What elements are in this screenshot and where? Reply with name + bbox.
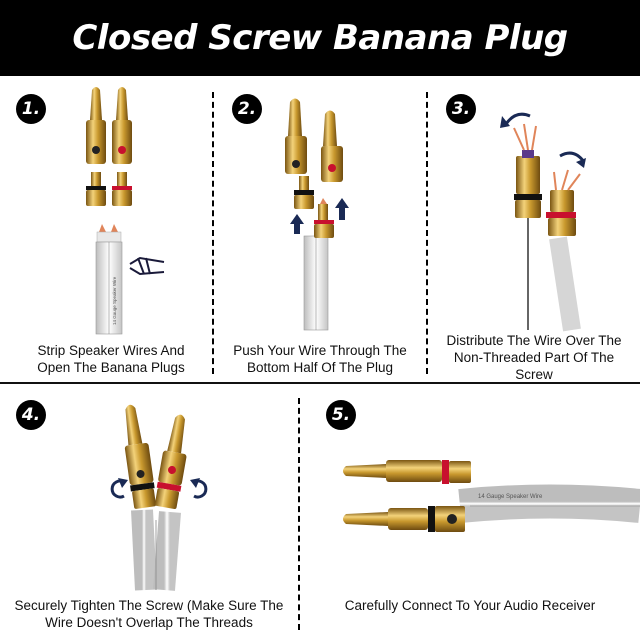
- plug-assembled-black-4: [124, 404, 156, 509]
- step-3-badge: 3.: [446, 94, 476, 124]
- divider-1-2: [212, 92, 214, 374]
- plug-assembled-black-5: [343, 506, 465, 532]
- step-3-illustration: [500, 112, 586, 332]
- title-banner: Closed Screw Banana Plug Installation: [0, 0, 640, 134]
- step-4-badge: 4.: [16, 400, 46, 430]
- plug-assembled-red-4: [154, 414, 187, 510]
- plug-top-black: [86, 87, 106, 164]
- plug-bottom-black-2: [294, 176, 314, 209]
- plug-bottom-black-3: [513, 123, 542, 218]
- divider-4-5: [298, 398, 300, 630]
- step-1-caption: Strip Speaker Wires And Open The Banana …: [37, 343, 185, 375]
- wire-print: 14 Gauge Speaker Wire: [112, 276, 117, 325]
- push-up-arrow-left-icon: [290, 214, 304, 234]
- step-5-caption: Carefully Connect To Your Audio Receiver: [344, 598, 596, 613]
- push-up-arrow-right-icon: [335, 198, 349, 220]
- step-3-caption: Distribute The Wire Over The Non-Threade…: [446, 333, 622, 382]
- plug-top-red-2: [321, 110, 343, 182]
- step-1-illustration: 14 Gauge Speaker Wire: [86, 87, 165, 335]
- plug-bottom-black: [86, 172, 106, 206]
- row-divider: [0, 382, 640, 384]
- plug-bottom-red-3: [546, 169, 581, 236]
- step-5-badge: 5.: [326, 400, 356, 430]
- tighten-right-arrow-icon: [190, 478, 208, 499]
- step-4-illustration: [110, 404, 208, 591]
- rotate-right-arrow-icon: [559, 151, 586, 168]
- plug-bottom-red-2: [314, 198, 334, 238]
- step-4-caption: Securely Tighten The Screw (Make Sure Th…: [14, 598, 284, 630]
- plug-top-red: [112, 87, 132, 164]
- wire-stripper-icon: [129, 256, 165, 276]
- step-2-badge: 2.: [232, 94, 262, 124]
- plug-assembled-red-5: [343, 460, 471, 484]
- step-2-illustration: [285, 98, 349, 331]
- stripped-wire: 14 Gauge Speaker Wire: [95, 224, 123, 335]
- plug-top-black-2: [285, 98, 307, 174]
- step-2-caption: Push Your Wire Through The Bottom Half O…: [233, 343, 407, 375]
- step-1-badge: 1.: [16, 94, 46, 124]
- plug-bottom-red: [112, 172, 132, 206]
- wire-print-5: 14 Gauge Speaker Wire: [478, 494, 543, 500]
- rotate-left-arrow-icon: [500, 112, 531, 128]
- tighten-left-arrow-icon: [110, 478, 128, 499]
- step-5-illustration: 14 Gauge Speaker Wire: [343, 460, 640, 532]
- divider-2-3: [426, 92, 428, 374]
